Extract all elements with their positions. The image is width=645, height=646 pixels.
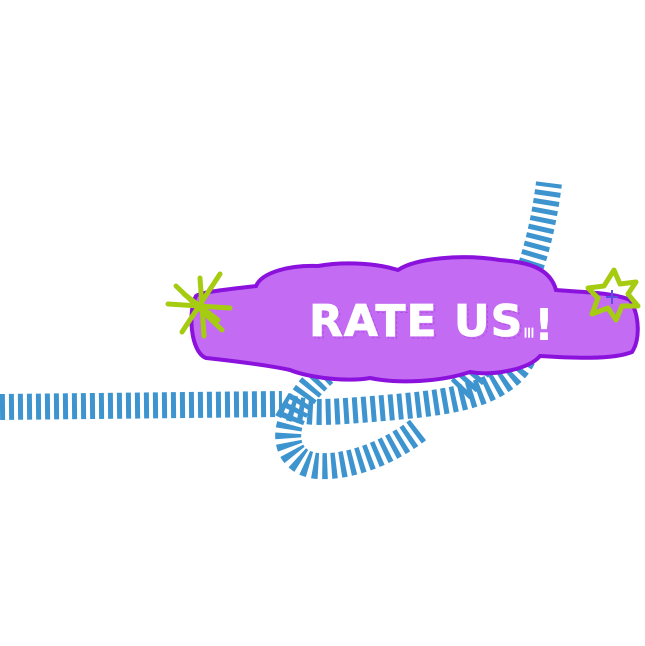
rate-us-label: RATE US — [309, 296, 523, 347]
tiny-mark: ≡ — [520, 326, 539, 339]
exclamation-mark: ! — [534, 300, 554, 351]
burst-star-icon — [585, 267, 641, 323]
striped-ribbon-loop — [275, 328, 542, 425]
striped-ribbon-lower-curl — [275, 362, 427, 480]
striped-ribbon-left — [0, 391, 283, 420]
cloud-shape — [189, 255, 640, 384]
rate-us-label-outline: RATE US — [311, 298, 525, 349]
rate-us-button[interactable]: RATE US RATE US ≡ ! — [189, 255, 640, 384]
asterisk-sparkle-icon — [165, 271, 233, 339]
